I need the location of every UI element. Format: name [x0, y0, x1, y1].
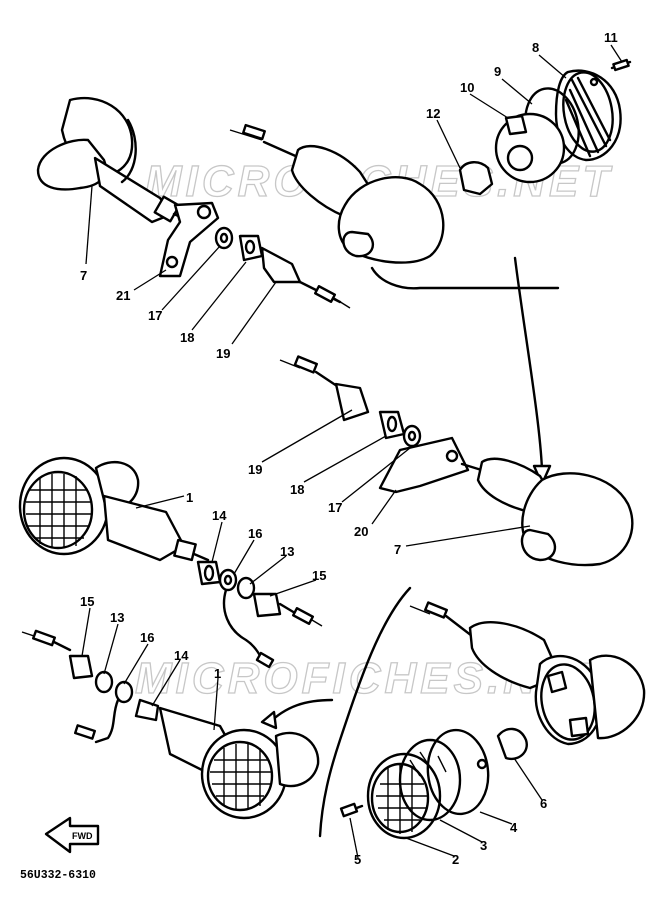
callout-4: 4 — [510, 820, 518, 835]
callout-6: 6 — [540, 796, 547, 811]
callout-15-low: 15 — [80, 594, 94, 609]
curved-arrow — [266, 698, 334, 726]
lens-assembly-top-right — [458, 58, 632, 196]
callout-19-top: 19 — [216, 346, 230, 361]
leader-lines — [81, 44, 623, 859]
turn-signal-middle-right — [476, 457, 634, 567]
curved-arrow-head — [260, 710, 278, 730]
callout-12: 12 — [426, 106, 440, 121]
callout-20: 20 — [354, 524, 368, 539]
stay-21 — [158, 201, 220, 278]
callout-17-mid: 17 — [328, 500, 342, 515]
callout-1-low: 1 — [214, 666, 221, 681]
callout-15-mid: 15 — [312, 568, 326, 583]
callout-16-mid: 16 — [248, 526, 262, 541]
turn-signal-top-left — [36, 97, 198, 226]
callout-16-low: 16 — [140, 630, 154, 645]
callout-9: 9 — [494, 64, 501, 79]
turn-signal-middle-left — [18, 456, 210, 562]
bracket-line — [370, 266, 560, 290]
part-code: 56U332-6310 — [20, 869, 96, 882]
arrow-line — [513, 256, 544, 472]
turn-signal-bottom-right — [409, 601, 646, 761]
callout-18-mid: 18 — [290, 482, 304, 497]
callout-13-mid: 13 — [280, 544, 294, 559]
callout-1-mid: 1 — [186, 490, 193, 505]
callout-11: 11 — [604, 30, 618, 45]
turn-signal-top-body — [229, 123, 445, 264]
callout-3: 3 — [480, 838, 487, 853]
callout-8: 8 — [532, 40, 539, 55]
callout-14-mid: 14 — [212, 508, 227, 523]
fwd-indicator: FWD — [44, 816, 100, 854]
callout-14-low: 14 — [174, 648, 189, 663]
callout-7-top: 7 — [80, 268, 87, 283]
hardware-middle — [279, 355, 490, 494]
callout-18-top: 18 — [180, 330, 194, 345]
fwd-label: FWD — [72, 831, 93, 841]
callout-7-mid: 7 — [394, 542, 401, 557]
callout-10: 10 — [460, 80, 474, 95]
hardware-middle-left — [196, 560, 323, 669]
callout-19-mid: 19 — [248, 462, 262, 477]
callout-21: 21 — [116, 288, 130, 303]
callout-5: 5 — [354, 852, 361, 867]
divider-curve — [318, 586, 412, 838]
fwd-arrow-icon — [44, 816, 100, 854]
callout-13-low: 13 — [110, 610, 124, 625]
callout-labels: 11 8 9 10 12 7 21 17 18 19 19 18 17 20 7… — [80, 30, 618, 867]
callout-17-top: 17 — [148, 308, 162, 323]
lens-assembly-bottom — [339, 728, 490, 840]
hardware-top-left — [214, 226, 351, 309]
callout-2: 2 — [452, 852, 459, 867]
turn-signal-bottom-left — [21, 629, 320, 820]
